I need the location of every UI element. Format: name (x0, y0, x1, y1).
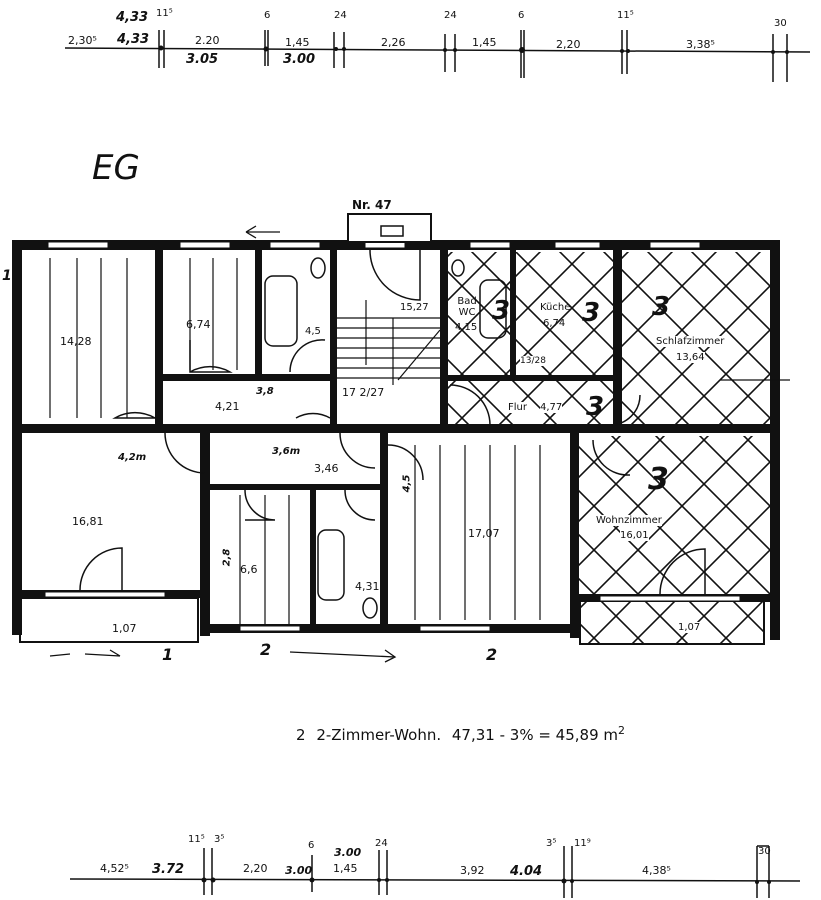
room-name-label: Schlafzimmer (656, 336, 725, 347)
unit-3-mark: 3 (492, 296, 511, 326)
wall-mark-4: 24 (444, 10, 457, 21)
top-dimension-lines (64, 30, 811, 82)
room-area-label: 13,64 (676, 352, 705, 363)
unit-mark-1: 1 (162, 645, 174, 664)
dim-segment-6: 2,20 (556, 38, 581, 51)
wall-mark-6: 11⁹ (574, 838, 591, 849)
wall-mark-4: 24 (375, 838, 388, 849)
unit-3-mark: 3 (586, 392, 605, 422)
wall-mark-6: 11⁵ (617, 10, 634, 21)
handwritten-note-3: 3.00 (285, 864, 313, 877)
entrance-label: Nr. 47 (352, 198, 392, 212)
dim-segment-3: 1,45 (285, 36, 310, 49)
room-area-label: 16,01 (620, 530, 649, 541)
dim-segment-3: 1,45 (333, 862, 358, 875)
room-note-label: 3,8 (256, 386, 274, 397)
room-area-label: 17,07 (468, 527, 500, 540)
wall-mark-5: 3⁵ (546, 838, 557, 849)
room-area-label: 1,07 (112, 622, 137, 635)
room-area-label: 4,21 (215, 400, 240, 413)
wall-mark-7: 30 (774, 18, 787, 29)
handwritten-note-1: 4,33 (116, 10, 149, 25)
stair-area-upper: 15,27 (400, 302, 429, 313)
unit-mark-2: 2 (260, 640, 272, 659)
caption-prefix: 2 (296, 726, 306, 744)
floor-title: EG (92, 148, 140, 188)
room-name-label: Bad WC (457, 296, 477, 318)
wall-mark-2: 6 (264, 10, 271, 21)
room-area-label: 6,74 (186, 318, 211, 331)
dim-segment-1: 2,30⁵ (68, 34, 97, 47)
dim-segment-2: 2.20 (195, 34, 220, 47)
unit-3-mark: 3 (648, 462, 669, 497)
room-area-label: 1,07 (678, 622, 701, 633)
room-area-label: 4,5 (305, 326, 321, 337)
handwritten-note-4: 4.04 (510, 864, 543, 879)
handwritten-note-1: 3.72 (152, 862, 185, 877)
wall-mark-2: 3⁵ (214, 834, 225, 845)
dim-segment-1: 4,52⁵ (100, 862, 129, 875)
wall-mark-3: 6 (308, 840, 315, 851)
dim-segment-4: 3,92 (460, 864, 485, 877)
room-area-label: 4,31 (355, 580, 380, 593)
side-unit-mark: 1 (2, 268, 12, 284)
room-area-label: 14,28 (60, 335, 92, 348)
caption-superscript: 2 (618, 724, 626, 737)
wall-mark-5: 6 (518, 10, 525, 21)
room-note-label: 4,2m (118, 452, 147, 463)
unit-mark-2: 2 (486, 645, 498, 664)
dim-segment-7: 3,38⁵ (686, 38, 715, 51)
unit-caption: 2 2-Zimmer-Wohn. 47,31 - 3% = 45,89 m2 (296, 724, 625, 744)
wall-mark-3: 24 (334, 10, 347, 21)
room-area-label: 13/28 (520, 356, 546, 366)
room-area-label: 16,81 (72, 515, 104, 528)
handwritten-note-2: 3.00 (334, 846, 362, 859)
room-name-label: Wohnzimmer (596, 515, 662, 526)
dim-segment-2: 2,20 (243, 862, 268, 875)
room-area-label: 4,15 (455, 322, 478, 333)
wall-mark-1: 11⁵ (156, 8, 173, 19)
room-area-label: 4,77 (540, 402, 563, 413)
handwritten-note-4: 3.00 (283, 52, 316, 67)
room-name-label: Küche (540, 302, 571, 313)
caption-formula: 47,31 - 3% = 45,89 m (451, 726, 619, 744)
room-area-label: 6,74 (543, 318, 566, 329)
wall-mark-1: 11⁵ (188, 834, 205, 845)
room-area-label: 6,6 (240, 563, 258, 576)
dim-segment-5: 4,38⁵ (642, 864, 671, 877)
handwritten-note-2: 4,33 (117, 32, 150, 47)
unit-3-mark: 3 (652, 292, 671, 322)
room-area-label: 3,46 (314, 462, 339, 475)
dim-segment-5: 1,45 (472, 36, 497, 49)
dim-segment-4: 2,26 (381, 36, 406, 49)
room-note-label: 3,6m (272, 446, 301, 457)
caption-text: 2-Zimmer-Wohn. (316, 726, 442, 744)
handwritten-note-3: 3.05 (186, 52, 219, 67)
room-name-label: Flur (508, 402, 527, 413)
stair-area-lower: 17 2/27 (342, 386, 385, 399)
wall-mark-7: 30 (758, 846, 771, 857)
unit-3-mark: 3 (582, 298, 601, 328)
